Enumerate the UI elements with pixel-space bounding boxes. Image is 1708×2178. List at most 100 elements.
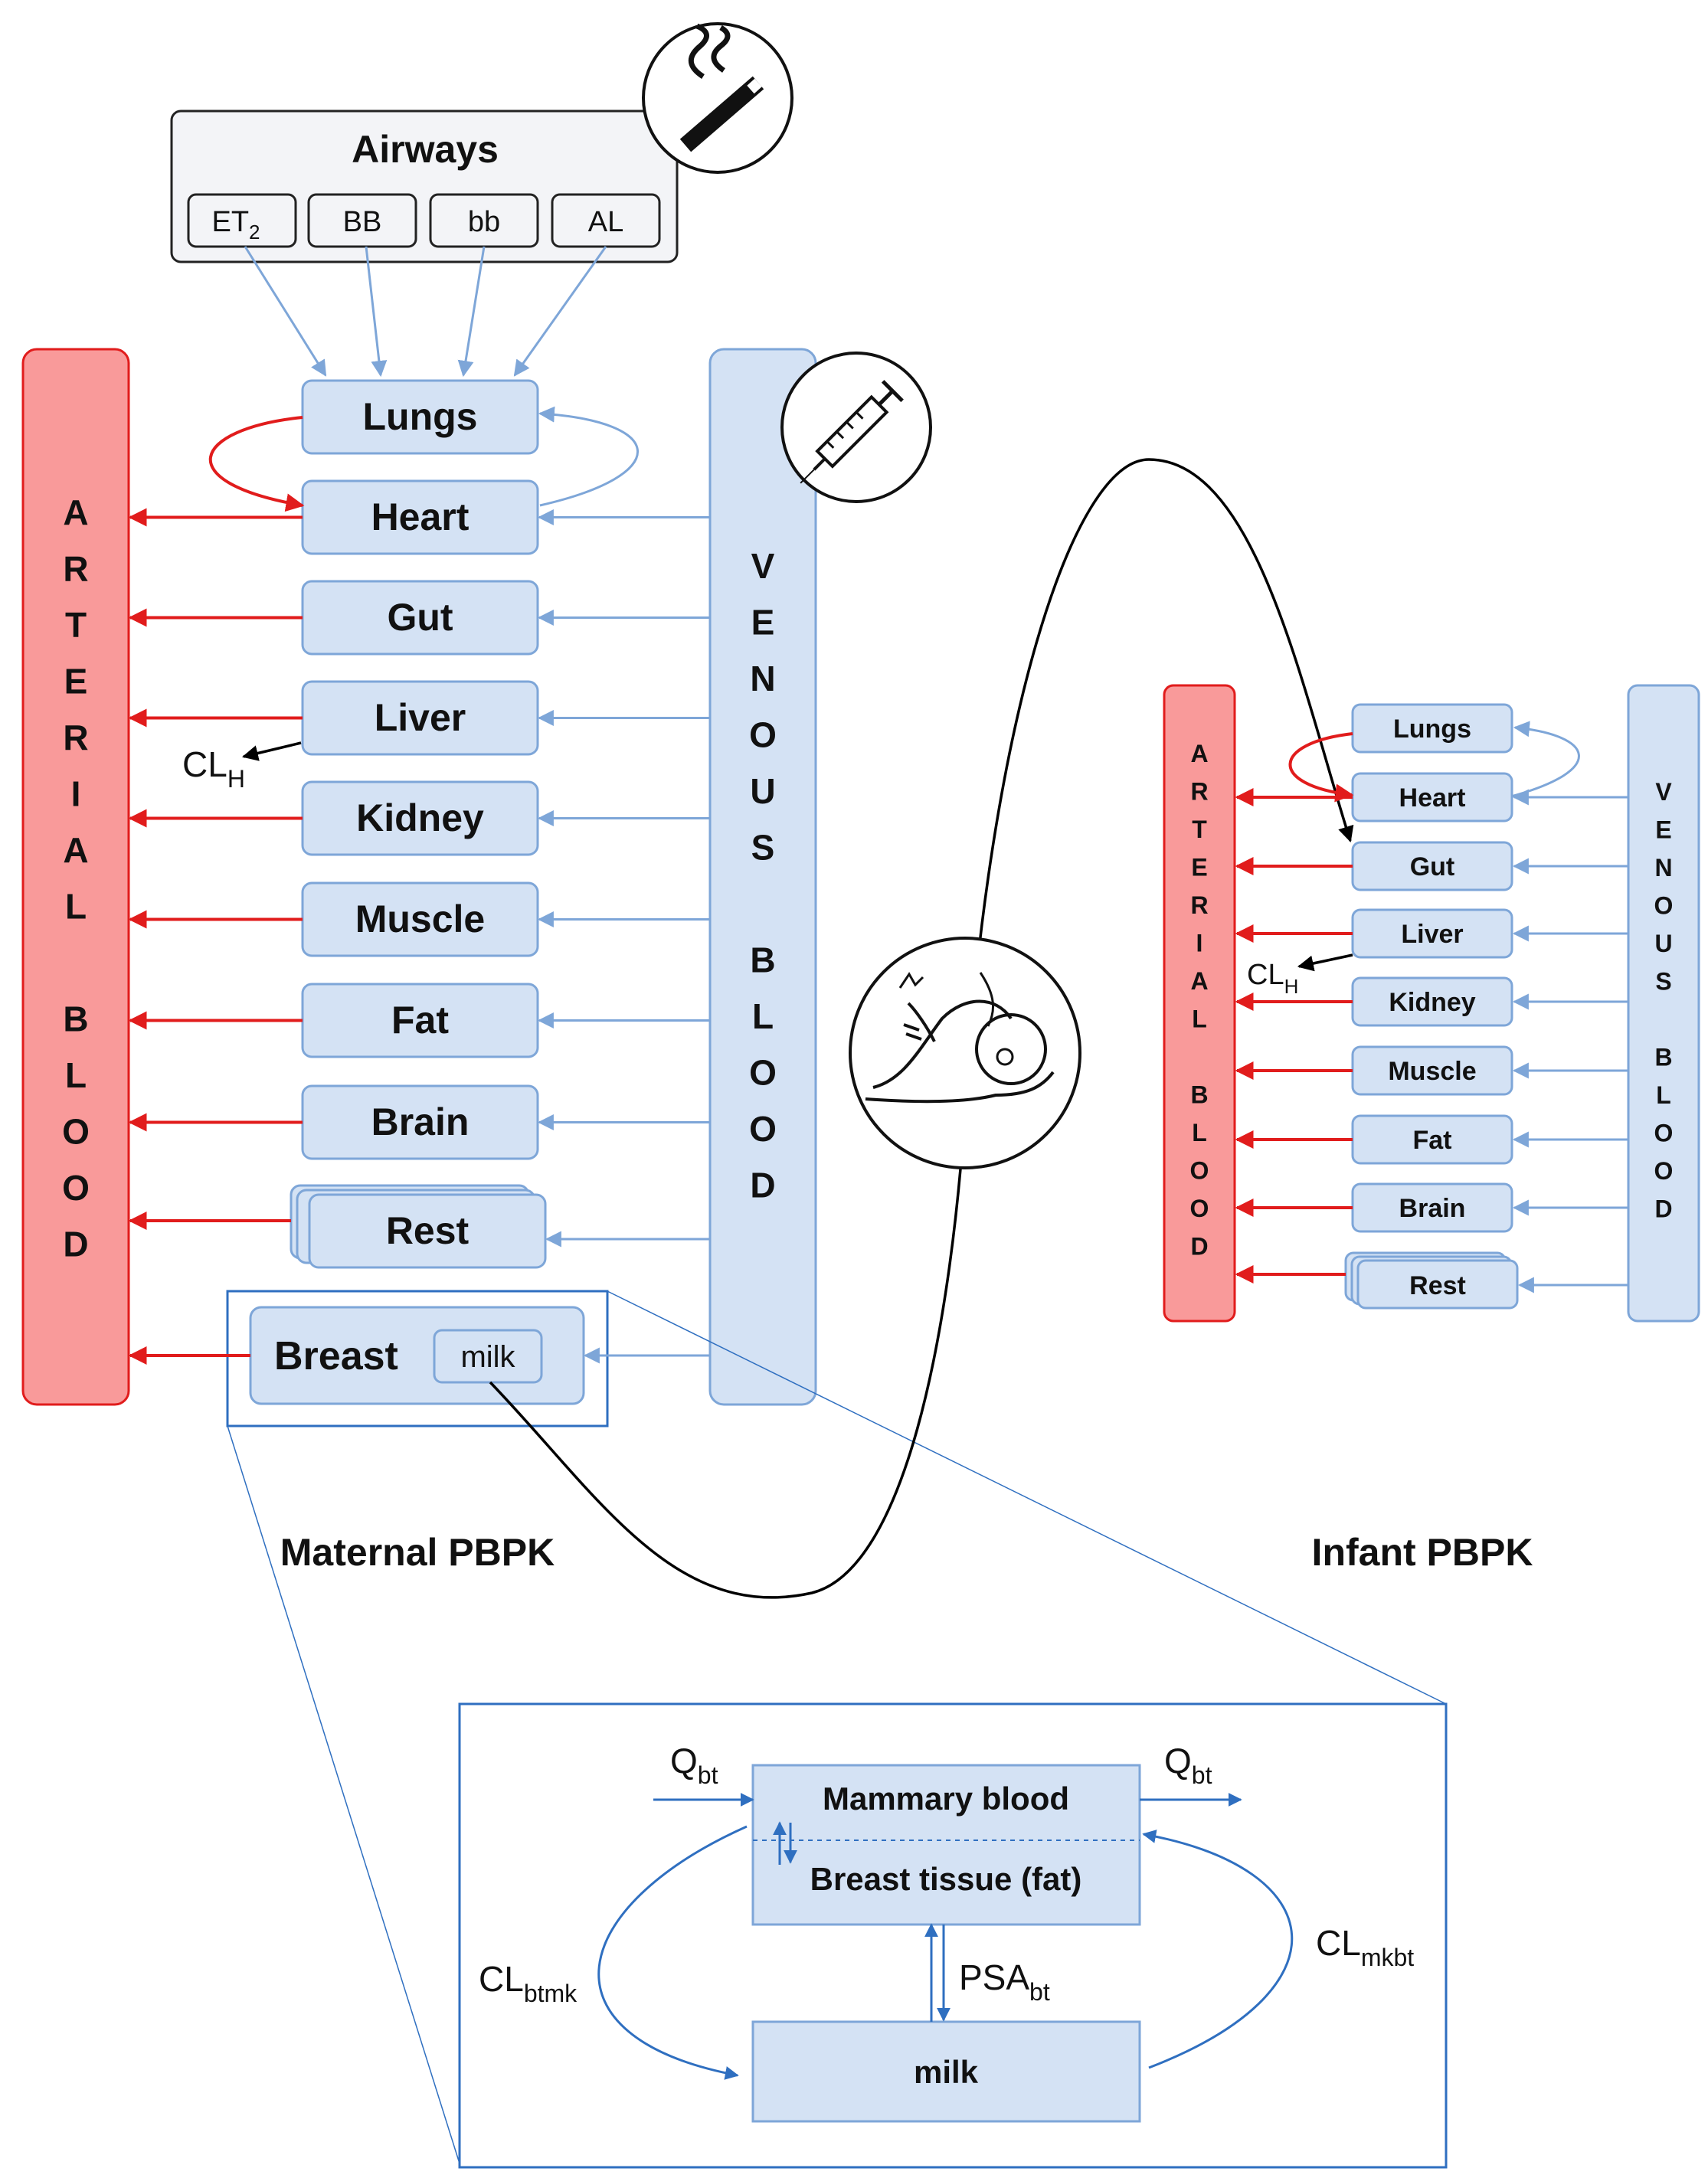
maternal-organ-liver: Liver (128, 680, 710, 756)
psa-label: PSA (959, 1957, 1029, 1997)
airway-bb-lower: bb (429, 193, 539, 248)
airway-bb-upper: BB (307, 193, 417, 248)
maternal-organ-brain: Brain (128, 1084, 710, 1160)
blood-letter: B (1654, 1044, 1672, 1071)
organ-label: Kidney (356, 796, 484, 839)
organ-label: Lungs (363, 395, 478, 438)
maternal-organs: LungsHeartGutLiverKidneyMuscleFatBrainRe… (128, 379, 710, 1269)
organ-label: Liver (375, 696, 466, 739)
blood-letter: N (1654, 854, 1672, 881)
blood-letter: O (749, 1109, 777, 1149)
airway-al: AL (551, 193, 661, 248)
airways-title: Airways (352, 128, 499, 171)
blood-letter: A (1190, 740, 1208, 767)
blood-letter: O (1654, 1157, 1674, 1185)
zoom-lines (227, 1290, 1447, 2164)
cl-btmk-arrow (597, 1825, 748, 2080)
blood-letter: O (62, 1168, 90, 1208)
blood-letter: S (751, 828, 775, 868)
qbt-out-label: Q (1164, 1741, 1192, 1781)
blood-letter: L (752, 996, 774, 1036)
airway-flow-arrows (244, 246, 607, 378)
blood-letter: E (1655, 816, 1671, 844)
organ-label: Rest (1409, 1271, 1466, 1300)
infant-organ-heart: Heart (1235, 772, 1628, 822)
blood-letter: N (750, 659, 775, 698)
infant-organ-brain: Brain (1235, 1182, 1628, 1233)
airway-et-subscript: 2 (249, 221, 260, 244)
airway-et: ET2 (187, 193, 297, 248)
blood-letter: V (751, 546, 775, 586)
blood-letter: B (63, 999, 88, 1039)
qbt-in-subscript: bt (698, 1761, 718, 1789)
blood-letter: A (63, 492, 88, 532)
organ-label: Lungs (1393, 715, 1471, 744)
breast-tissue-label: Breast tissue (fat) (810, 1861, 1082, 1897)
blood-letter: R (1190, 891, 1208, 919)
organ-label: Liver (1401, 920, 1463, 949)
blood-letter: R (63, 549, 88, 589)
maternal-organ-lungs: Lungs (301, 379, 539, 455)
svg-text:CLH: CLH (1247, 959, 1298, 998)
qbt-out-subscript: bt (1192, 1761, 1212, 1789)
svg-text:PSAbt: PSAbt (959, 1957, 1050, 2006)
breastfeeding-icon (849, 937, 1081, 1169)
blood-letter: R (1190, 778, 1208, 806)
maternal-title: Maternal PBPK (280, 1531, 555, 1574)
blood-letter: D (63, 1225, 88, 1264)
organ-label: Fat (391, 999, 449, 1042)
blood-letter: I (71, 774, 81, 814)
organ-label: Fat (1413, 1126, 1452, 1155)
cl-mkbt-label: CL (1316, 1923, 1361, 1963)
infant-title: Infant PBPK (1312, 1531, 1533, 1574)
maternal-organ-fat: Fat (128, 983, 710, 1058)
breast-label: Breast (274, 1334, 398, 1378)
blood-letter: E (64, 662, 88, 701)
blood-letter: R (63, 718, 88, 757)
organ-label: Heart (371, 495, 470, 538)
maternal-breast-container: Breast milk (226, 1290, 609, 1427)
svg-text:CLbtmk: CLbtmk (479, 1959, 578, 2007)
blood-letter: O (62, 1112, 90, 1152)
infant-clh: CLH (1247, 953, 1353, 998)
cl-btmk-label: CL (479, 1959, 524, 1999)
maternal-lung-heart-loops (209, 406, 639, 512)
blood-letter: O (1654, 1120, 1674, 1147)
cl-mkbt-arrow (1142, 1830, 1294, 2069)
maternal-clh: CLH (182, 741, 302, 793)
blood-letter: A (1190, 967, 1208, 995)
cigarette-icon (642, 22, 793, 174)
mammary-blood-label: Mammary blood (823, 1781, 1069, 1817)
organ-label: Muscle (355, 898, 486, 940)
infant-organ-muscle: Muscle (1235, 1045, 1628, 1096)
blood-letter: E (751, 603, 775, 643)
blood-letter: L (1656, 1081, 1671, 1109)
maternal-organ-muscle: Muscle (128, 881, 710, 957)
maternal-milk-label: milk (460, 1340, 515, 1374)
breast-detail-panel: Mammary blood Breast tissue (fat) milk Q… (458, 1702, 1448, 2169)
organ-label: Brain (1399, 1194, 1466, 1223)
blood-letter: T (65, 605, 87, 645)
organ-label: Brain (371, 1100, 470, 1143)
airway-bb-lower-label: bb (468, 206, 500, 238)
maternal-organ-gut: Gut (128, 580, 710, 656)
infant-lung-heart-loops (1288, 721, 1580, 803)
blood-letter: L (65, 887, 87, 927)
infant-clh-label: CL (1247, 959, 1284, 991)
blood-letter: O (749, 715, 777, 755)
blood-letter: E (1191, 854, 1207, 881)
infant-organ-rest: Rest (1235, 1251, 1628, 1310)
infant-organ-liver: Liver (1235, 908, 1628, 959)
airways-box: Airways ET2 BB bb AL (170, 110, 679, 263)
detail-milk-label: milk (914, 2054, 979, 2090)
blood-letter: U (1654, 930, 1672, 957)
organ-label: Rest (386, 1209, 470, 1252)
blood-letter: B (750, 940, 775, 980)
cl-mkbt-subscript: mkbt (1361, 1944, 1414, 1971)
airway-al-label: AL (588, 206, 623, 238)
